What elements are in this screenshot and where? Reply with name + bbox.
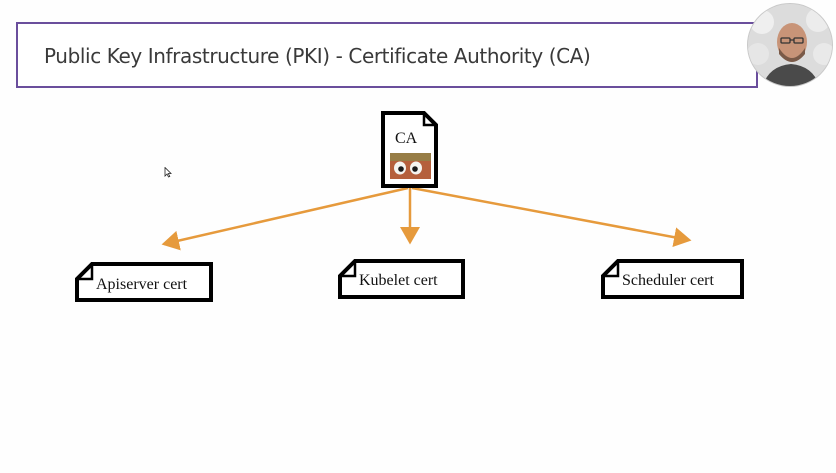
kubelet-cert-label: Kubelet cert: [359, 272, 438, 289]
ca-document: CA: [381, 111, 438, 188]
kubelet-cert-document: Kubelet cert: [338, 259, 465, 299]
slide-title: Public Key Infrastructure (PKI) - Certif…: [44, 44, 591, 68]
apiserver-cert-label: Apiserver cert: [96, 276, 188, 293]
presenter-avatar-icon: [747, 3, 833, 87]
scheduler-cert-document: Scheduler cert: [601, 259, 744, 299]
mascot-eyes-icon: [390, 153, 431, 179]
apiserver-cert-document: Apiserver cert: [75, 262, 213, 302]
mouse-cursor-icon: [164, 167, 172, 178]
title-box: Public Key Infrastructure (PKI) - Certif…: [16, 22, 758, 88]
ca-label: CA: [395, 130, 418, 147]
arrow-to-apiserver: [161, 186, 409, 251]
arrow-to-scheduler: [411, 186, 692, 248]
scheduler-cert-label: Scheduler cert: [622, 272, 715, 289]
